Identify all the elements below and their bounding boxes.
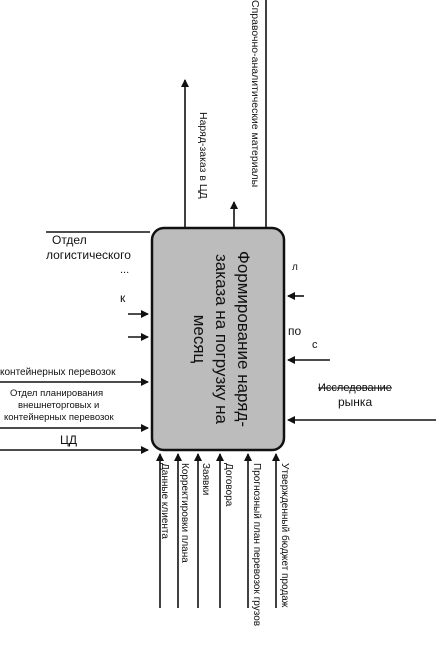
planning-dept-line-1: Отдел планирования (10, 388, 103, 399)
control-client-data-label: Данные клиента (159, 463, 170, 539)
cd-label: ЦД (60, 433, 77, 447)
dept-top-line-3: ... (120, 264, 129, 276)
output-reference-label: Справочно-аналитические материалы (249, 0, 261, 187)
dept-top-line-1: Отдел (52, 233, 87, 247)
output-reference-materials: Справочно-аналитические материалы (249, 0, 267, 228)
control-forecast-plan: Прогнозный план перевозок грузов (244, 453, 262, 626)
control-plan-corrections-label: Корректировки плана (179, 463, 190, 563)
right-mid-fragment-1: по (288, 324, 301, 338)
right-mid-fragment-2: с (312, 339, 318, 351)
container-partial-label: контейнерных перевозок (0, 367, 116, 378)
control-contracts: Договора (216, 453, 234, 608)
control-forecast-plan-label: Прогнозный план перевозок грузов (251, 463, 262, 626)
control-plan-corrections: Корректировки плана (174, 453, 190, 608)
function-box: Формирование наряд- заказа на погрузку н… (150, 226, 286, 452)
box-label-line-3: месяц (190, 315, 209, 364)
planning-dept-line-2: внешнеторговых и (18, 400, 99, 411)
market-line-2: рынка (338, 395, 372, 409)
control-client-data: Данные клиента (156, 453, 170, 608)
control-approved-budget: Утвержденный бюджет продаж (272, 453, 291, 608)
planning-dept-line-3: контейнерных перевозок (4, 412, 115, 423)
control-requests-label: Заявки (200, 463, 211, 495)
control-approved-budget-label: Утвержденный бюджет продаж (279, 463, 291, 608)
control-contracts-label: Договора (223, 463, 234, 507)
market-line-1: Исследование (318, 382, 392, 394)
box-label-line-2: заказа на погрузку на (212, 254, 231, 425)
output-order-to-cd: Наряд-заказ в ЦД (181, 79, 238, 228)
k-marker: к (120, 291, 126, 305)
output-order-label: Наряд-заказ в ЦД (197, 112, 209, 199)
right-top-fragment: л (292, 262, 298, 273)
right-inputs: л по с Исследование рынка (287, 262, 436, 424)
control-requests: Заявки (194, 453, 211, 608)
left-inputs: Отдел логистического ... к контейнерных … (0, 231, 150, 454)
function-box-rect (150, 226, 286, 452)
dept-top-line-2: логистического (46, 248, 131, 262)
box-label-line-1: Формирование наряд- (234, 251, 253, 427)
